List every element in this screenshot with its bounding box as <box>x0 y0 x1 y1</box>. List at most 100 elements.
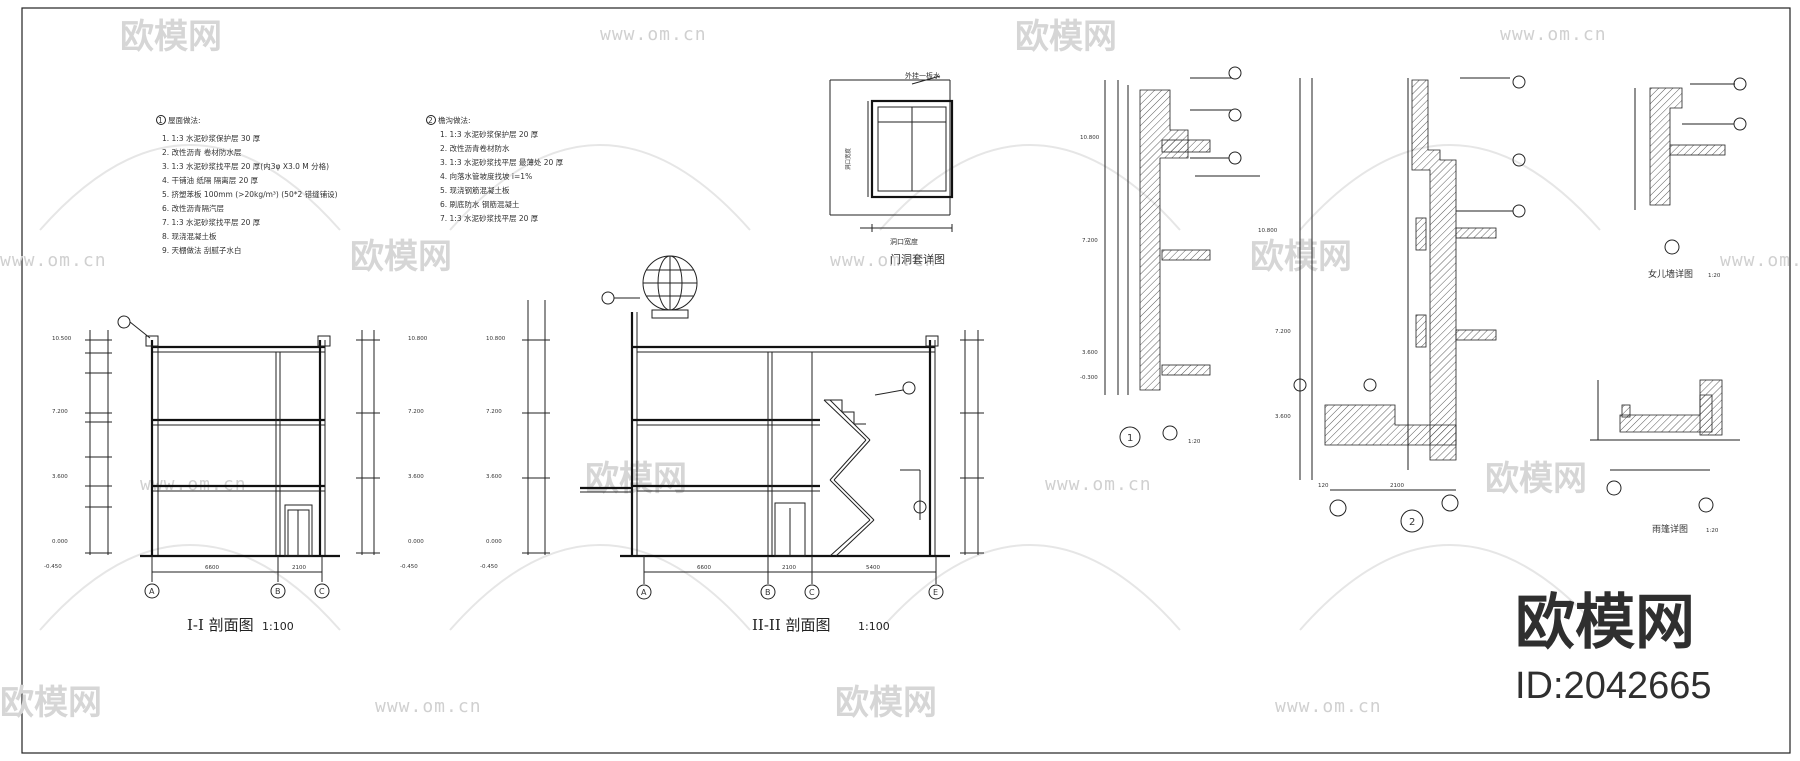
level-label: 7.200 <box>1275 329 1291 335</box>
gutter-note: 6. 刷底防水 钢筋混凝土 <box>440 199 520 209</box>
logo-text: 欧模网 <box>1515 588 1695 658</box>
canopy-title: 雨篷详图 <box>1652 523 1688 535</box>
gutter-note: 4. 向落水管坡度找坡 i=1% <box>440 171 532 181</box>
axis-label: C <box>319 587 325 596</box>
section-2-2: 10.800 7.200 3.600 0.000 -0.450 <box>480 255 984 634</box>
level-label: 0.000 <box>408 539 424 545</box>
watermark-brand: 欧模网 <box>1485 459 1587 499</box>
level-label: 7.200 <box>408 409 424 415</box>
dimension-label: 2100 <box>1390 483 1404 489</box>
logo-id: ID:2042665 <box>1515 665 1712 707</box>
watermark-brand: 欧模网 <box>120 17 222 57</box>
axis-label: A <box>149 587 155 596</box>
watermark-brand: 欧模网 <box>350 237 452 277</box>
canopy-detail: 雨篷详图 1:20 <box>1590 379 1740 535</box>
dimension-label: 120 <box>1318 483 1329 489</box>
brand-logo: 欧模网 ID:2042665 <box>1515 588 1712 707</box>
gutter-note: 3. 1:3 水泥砂浆找平层 最薄处 20 厚 <box>440 157 564 167</box>
section-1-1: 10.500 7.200 3.600 0.000 -0.450 <box>44 315 428 634</box>
detail-2-number: 2 <box>1409 517 1415 528</box>
watermark-brand: 欧模网 <box>835 683 937 723</box>
parapet-title: 女儿墙详图 <box>1648 268 1693 280</box>
detail-1-scale: 1:20 <box>1188 439 1201 445</box>
watermark-brand: 欧模网 <box>1015 17 1117 57</box>
level-label: -0.450 <box>400 564 418 570</box>
wall-detail-2: 10.800 7.200 3.600 120 2100 2 <box>1258 75 1526 533</box>
level-label: 7.200 <box>1082 238 1098 244</box>
watermark-brand: 欧模网 <box>0 683 102 723</box>
watermark-url: www.om.cn <box>1500 24 1607 45</box>
door-label-side: 洞口宽度 <box>844 147 852 170</box>
watermark-url: www.om.cn <box>375 696 482 717</box>
level-label: 10.500 <box>52 336 72 342</box>
sheet-border <box>21 7 1791 754</box>
roof-note: 6. 改性沥青隔汽层 <box>162 203 225 213</box>
axis-label: B <box>275 587 281 596</box>
watermark-brand: 欧模网 <box>1250 237 1352 277</box>
level-label: 10.800 <box>1258 228 1278 234</box>
watermark-url: www.om.cn <box>1720 250 1800 271</box>
section-2-scale: 1:100 <box>858 620 890 633</box>
section-1-title: I-I 剖面图 <box>187 616 254 634</box>
gutter-note: 5. 现浇钢筋混凝土板 <box>440 185 510 195</box>
detail-1-number: 1 <box>1127 433 1133 444</box>
roof-note: 8. 现浇混凝土板 <box>162 231 217 241</box>
watermark-brand: 欧模网 <box>585 459 687 499</box>
gutter-notes: 2 檐沟做法: 1. 1:3 水泥砂浆保护层 20 厚 2. 改性沥青卷材防水 … <box>426 115 564 223</box>
level-label: 7.200 <box>486 409 502 415</box>
roof-note: 1. 1:3 水泥砂浆保护层 30 厚 <box>162 133 261 143</box>
level-label: 10.800 <box>1080 135 1100 141</box>
level-label: 3.600 <box>408 474 424 480</box>
watermark-url: www.om.cn <box>1275 696 1382 717</box>
roof-note: 5. 挤塑苯板 100mm (>20kg/m³) (50*2 错缝铺设) <box>162 189 338 199</box>
gutter-note: 7. 1:3 水泥砂浆找平层 20 厚 <box>440 213 539 223</box>
roof-note: 7. 1:3 水泥砂浆找平层 20 厚 <box>162 217 261 227</box>
dimension-label: 6600 <box>205 565 219 571</box>
gutter-notes-heading: 檐沟做法: <box>438 115 471 125</box>
door-label-top: 外挂一板水 <box>905 71 940 80</box>
gutter-note: 2. 改性沥青卷材防水 <box>440 143 510 153</box>
watermark-url: www.om.cn <box>0 250 107 271</box>
watermark-url: www.om.cn <box>600 24 707 45</box>
parapet-detail: 女儿墙详图 1:20 <box>1634 77 1747 280</box>
level-label: 3.600 <box>1082 350 1098 356</box>
axis-label: C <box>809 588 815 597</box>
level-label: -0.300 <box>1080 375 1098 381</box>
level-label: 3.600 <box>486 474 502 480</box>
roof-note: 9. 天棚做法 刮腻子水白 <box>162 245 241 255</box>
dimension-label: 2100 <box>782 565 796 571</box>
level-label: 10.800 <box>486 336 506 342</box>
axis-label: E <box>933 588 938 597</box>
level-label: 3.600 <box>1275 414 1291 420</box>
roof-notes: 1 屋面做法: 1. 1:3 水泥砂浆保护层 30 厚 2. 改性沥青 卷材防水… <box>156 115 338 255</box>
watermark-url: www.om.cn <box>140 474 247 495</box>
watermark-url: www.om.cn <box>830 250 937 271</box>
roof-note: 4. 干铺油 纸隔 隔离层 20 厚 <box>162 175 259 185</box>
section-1-scale: 1:100 <box>262 620 294 633</box>
roof-note: 3. 1:3 水泥砂浆找平层 20 厚(内3φ X3.0 M 分格) <box>162 161 329 171</box>
section-2-title: II-II 剖面图 <box>752 616 831 634</box>
svg-text:2: 2 <box>428 116 433 125</box>
svg-text:1: 1 <box>158 116 163 125</box>
level-label: 3.600 <box>52 474 68 480</box>
roof-notes-heading: 屋面做法: <box>168 115 201 125</box>
axis-label: B <box>765 588 771 597</box>
door-detail-title: 门洞套详图 <box>890 252 945 266</box>
level-label: 0.000 <box>486 539 502 545</box>
roof-note: 2. 改性沥青 卷材防水层 <box>162 147 242 157</box>
door-casing-detail: 外挂一板水 洞口宽度 洞口宽度 门洞套详图 <box>829 71 954 266</box>
gutter-note: 1. 1:3 水泥砂浆保护层 20 厚 <box>440 129 539 139</box>
wall-detail-1: 10.800 7.200 3.600 -0.300 1 1:20 <box>1080 66 1260 448</box>
level-label: 0.000 <box>52 539 68 545</box>
watermark-url: www.om.cn <box>1045 474 1152 495</box>
canopy-scale: 1:20 <box>1706 528 1719 534</box>
dimension-label: 5400 <box>866 565 880 571</box>
level-label: 7.200 <box>52 409 68 415</box>
axis-label: A <box>641 588 647 597</box>
level-label: 10.800 <box>408 336 428 342</box>
parapet-scale: 1:20 <box>1708 273 1721 279</box>
dimension-label: 2100 <box>292 565 306 571</box>
door-label-bottom: 洞口宽度 <box>890 237 918 246</box>
